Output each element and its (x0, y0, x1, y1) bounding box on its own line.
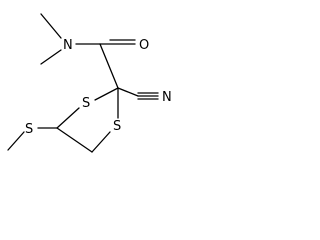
bond-s-methyl (7, 131, 25, 151)
bond-ring-s-bottom-c5 (91, 131, 111, 153)
nitrile-nitrogen-label: N (162, 90, 172, 105)
bond-n-methyl-up (40, 13, 62, 39)
bond-ring-nitrile-carbon (117, 87, 139, 97)
carbonyl-oxygen-label: O (139, 38, 149, 53)
structure-diagram: N O N S S S (7, 13, 172, 153)
bond-n-methyl-down (40, 49, 62, 65)
bond-carbonyl-ring (99, 43, 119, 89)
bond-ring-c2-s-top (94, 87, 119, 101)
amide-nitrogen-label: N (63, 38, 73, 53)
bond-ring-s-top-c4 (56, 107, 80, 129)
ring-sulfur-top-label: S (82, 96, 90, 111)
ring-sulfur-bottom-label: S (113, 119, 121, 134)
methylthio-sulfur-label: S (25, 122, 33, 137)
bond-ring-c5-c4 (56, 127, 93, 153)
